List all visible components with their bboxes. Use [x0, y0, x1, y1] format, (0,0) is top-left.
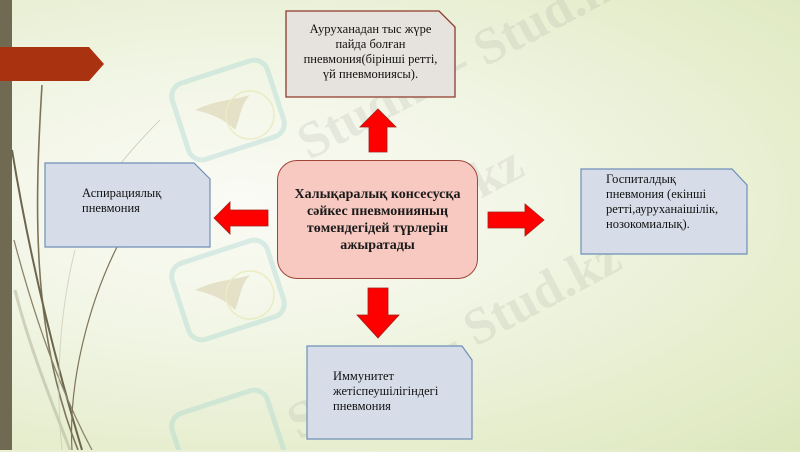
node-left-line: Аспирациялық — [82, 186, 162, 200]
arrow-right-icon — [487, 203, 545, 237]
title-ribbon — [0, 47, 104, 81]
node-right-hospital-pneumonia: Госпиталдық пневмония (екінші ретті,ауру… — [580, 168, 748, 255]
arrow-down-icon — [356, 287, 400, 339]
node-top-line: пайда болған — [335, 37, 406, 51]
node-top-community-pneumonia: Ауруханадан тыс жүре пайда болған пневмо… — [285, 10, 456, 98]
node-top-line: үй пневмониясы). — [322, 67, 419, 81]
node-top-line: Ауруханадан тыс жүре — [309, 22, 432, 36]
node-right-line: Госпиталдық — [606, 172, 676, 186]
arrow-left-icon — [213, 201, 269, 235]
arrow-up-icon — [359, 108, 397, 153]
node-bottom-line: пневмония — [333, 399, 391, 413]
node-right-line: нозокомиалық). — [606, 217, 690, 231]
node-right-line: пневмония (екінші — [606, 187, 707, 201]
left-accent-bar — [0, 0, 12, 450]
node-top-line: пневмония(бірінші ретті, — [303, 52, 438, 66]
center-node: Халықаралық консесусқа сәйкес пневмониян… — [277, 160, 478, 279]
node-bottom-line: Иммунитет — [333, 369, 394, 383]
node-bottom-line: жетіспеушілігіндегі — [333, 384, 439, 398]
node-bottom-immunodeficiency-pneumonia: Иммунитет жетіспеушілігіндегі пневмония — [306, 345, 473, 440]
node-left-aspiration-pneumonia: Аспирациялық пневмония — [44, 162, 211, 248]
center-node-text: Халықаралық консесусқа сәйкес пневмониян… — [294, 186, 461, 253]
node-left-line: пневмония — [82, 201, 140, 215]
node-right-line: ретті,ауруханаішілік, — [606, 202, 719, 216]
